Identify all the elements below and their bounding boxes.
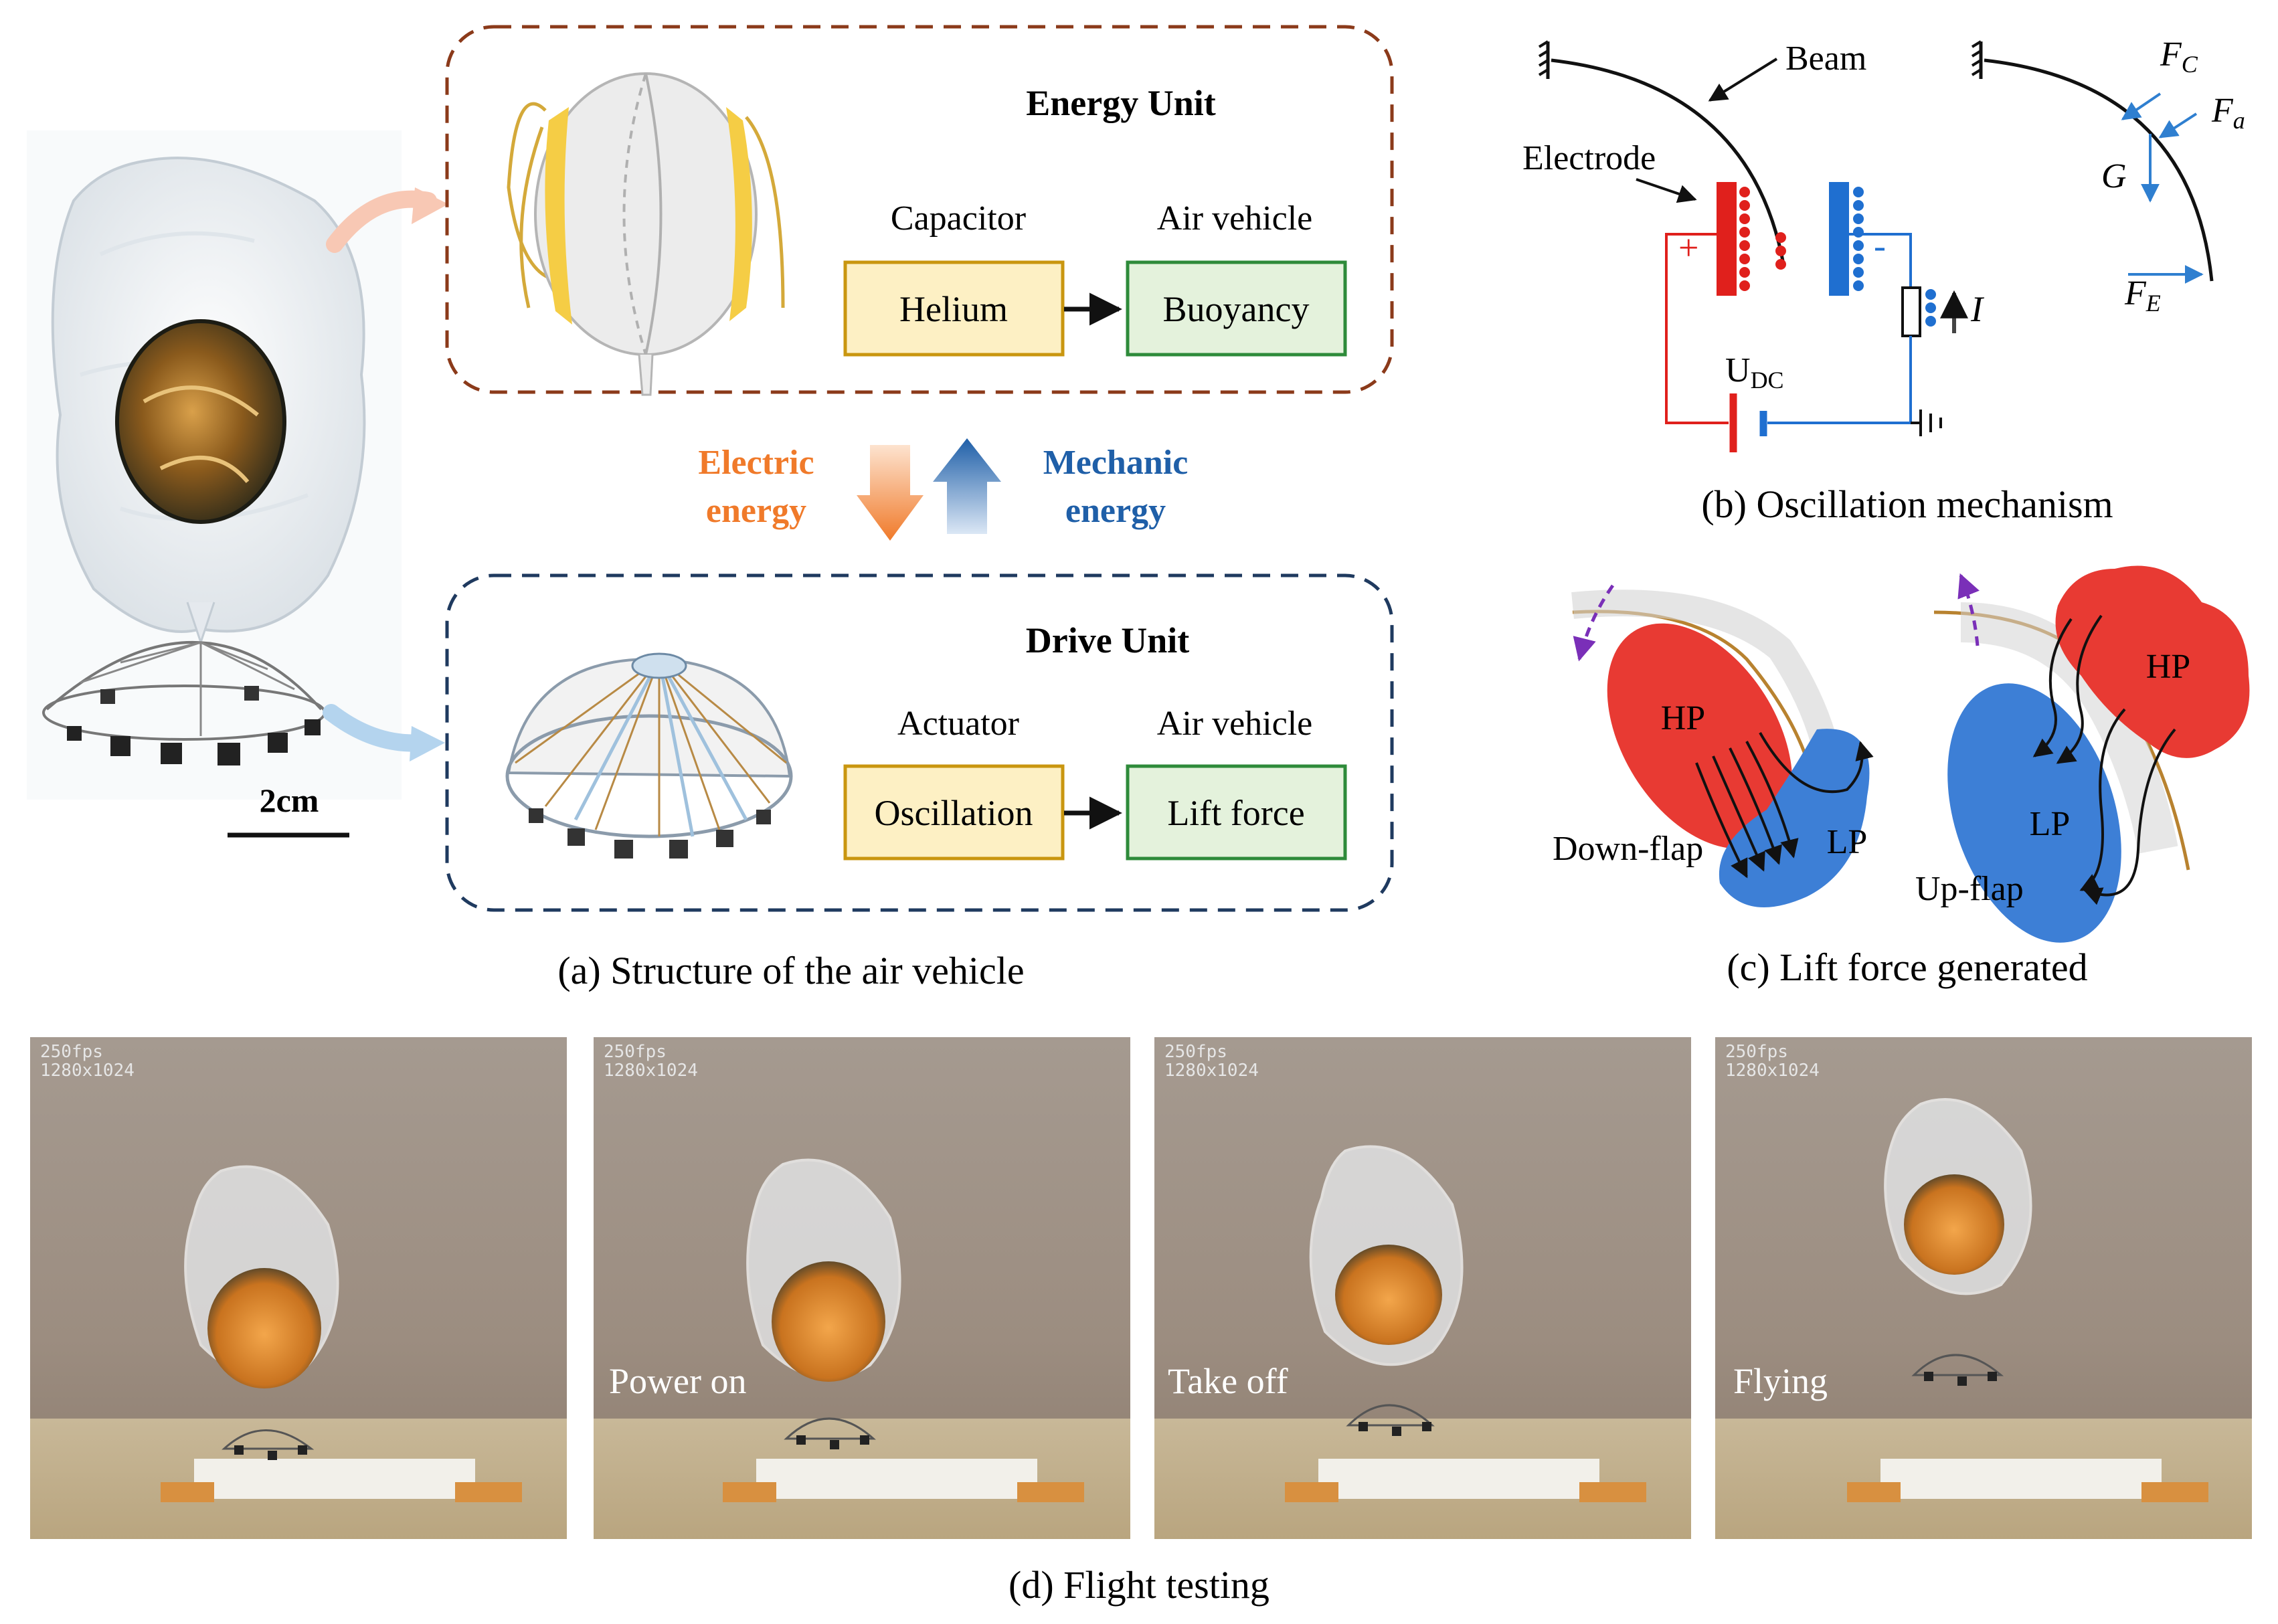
force-c-arrow — [2121, 92, 2162, 120]
frame-3-fps: 250fps — [1164, 1042, 1227, 1062]
positive-electrode — [1717, 182, 1737, 296]
frame-4-overlay: Flying — [1733, 1361, 1828, 1401]
panel-a: 2cm Energy Unit Capacitor Air vehicle He… — [27, 25, 1394, 992]
drive-unit-box — [445, 573, 1394, 912]
up-flap-direction — [1957, 573, 1980, 646]
air-vehicle-header-1: Air vehicle — [1157, 199, 1312, 238]
mechanic-energy-label-line2: energy — [1065, 492, 1166, 530]
energy-unit-box — [445, 25, 1394, 394]
frame-1-resolution: 1280x1024 — [40, 1061, 135, 1081]
hp-region-right — [2055, 565, 2250, 758]
beam-label: Beam — [1785, 39, 1866, 78]
panel-d: 250fps 1280x1024 250fps 1280x1024 Power … — [30, 1037, 2252, 1607]
scale-bar-label: 2cm — [260, 782, 319, 819]
oscillation-label: Oscillation — [875, 793, 1033, 833]
force-a-arrow — [2158, 112, 2198, 139]
frame-4-fps: 250fps — [1725, 1042, 1788, 1062]
down-flap-airflow — [1695, 732, 1874, 879]
frame-4-resolution: 1280x1024 — [1725, 1061, 1820, 1081]
lp-region-right — [1947, 683, 2121, 943]
helium-box — [843, 260, 1065, 357]
frame-2-overlay: Power on — [609, 1361, 746, 1401]
dome-illustration — [505, 652, 793, 859]
voltage-label: UDC — [1725, 351, 1784, 393]
flight-frame-4: 250fps 1280x1024 Flying — [1715, 1037, 2252, 1539]
panel-c-caption: (c) Lift force generated — [1727, 945, 2087, 989]
mechanic-energy-label-line1: Mechanic — [1043, 444, 1189, 482]
panel-b-caption: (b) Oscillation mechanism — [1701, 482, 2113, 526]
panel-a-caption: (a) Structure of the air vehicle — [557, 949, 1024, 992]
capacitor-header: Capacitor — [891, 199, 1026, 238]
hp-label-left: HP — [1661, 699, 1705, 737]
hp-label-right: HP — [2146, 648, 2190, 686]
flight-frame-3: 250fps 1280x1024 Take off — [1154, 1037, 1691, 1539]
lift-force-label: Lift force — [1167, 793, 1304, 833]
balloon-illustration — [507, 72, 785, 396]
frame-1-fps: 250fps — [40, 1042, 103, 1062]
panel-d-caption: (d) Flight testing — [1009, 1563, 1269, 1607]
ground-symbol — [1911, 410, 1942, 436]
panel-c: HP LP Down-flap HP LP Up-flap (c) Lift f… — [1553, 565, 2250, 989]
beam-forces — [1984, 58, 2214, 282]
down-flap-direction — [1573, 584, 1615, 662]
frame-2-resolution: 1280x1024 — [604, 1061, 698, 1081]
up-flap-airflow — [2032, 614, 2176, 905]
circuit-blue-wire — [1767, 348, 1912, 424]
buoyancy-box — [1126, 260, 1347, 357]
oscillation-box — [843, 764, 1065, 861]
electrode-label: Electrode — [1522, 139, 1656, 177]
panel-b: Beam Electrode + - I UDC — [1522, 35, 2245, 526]
helium-label: Helium — [899, 289, 1008, 329]
flight-frame-2: 250fps 1280x1024 Power on — [594, 1037, 1130, 1539]
electric-energy-label-line1: Electric — [698, 444, 814, 482]
resistor — [1901, 286, 1921, 337]
up-flap-label: Up-flap — [1915, 870, 2024, 908]
actuator-header: Actuator — [897, 705, 1019, 743]
force-e-label: FE — [2124, 274, 2161, 317]
buoyancy-label: Buoyancy — [1163, 289, 1310, 329]
force-c-label: FC — [2160, 35, 2198, 78]
electric-energy-arrow — [857, 445, 924, 541]
gravity-label: G — [2101, 157, 2127, 195]
electric-energy-label-line2: energy — [706, 492, 806, 530]
mechanic-energy-arrow — [933, 438, 1001, 534]
frame-2-fps: 250fps — [604, 1042, 667, 1062]
circuit-red-wire — [1665, 233, 1729, 424]
force-a-label: Fa — [2211, 92, 2245, 134]
flight-frame-1: 250fps 1280x1024 — [30, 1037, 567, 1539]
current-label: I — [1970, 289, 1985, 329]
frame-3-resolution: 1280x1024 — [1164, 1061, 1259, 1081]
lp-label-right: LP — [2030, 805, 2071, 843]
energy-unit-title: Energy Unit — [1026, 83, 1216, 123]
drive-unit-title: Drive Unit — [1026, 620, 1189, 660]
beam — [1551, 58, 1785, 265]
air-vehicle-header-2: Air vehicle — [1157, 705, 1312, 743]
minus-sign: - — [1874, 225, 1886, 266]
down-flap-label: Down-flap — [1553, 830, 1703, 868]
lp-label-left: LP — [1827, 823, 1868, 861]
lift-force-box — [1126, 764, 1347, 861]
hp-region-left — [1607, 623, 1793, 849]
negative-electrode — [1829, 182, 1849, 296]
frame-3-overlay: Take off — [1168, 1361, 1288, 1401]
